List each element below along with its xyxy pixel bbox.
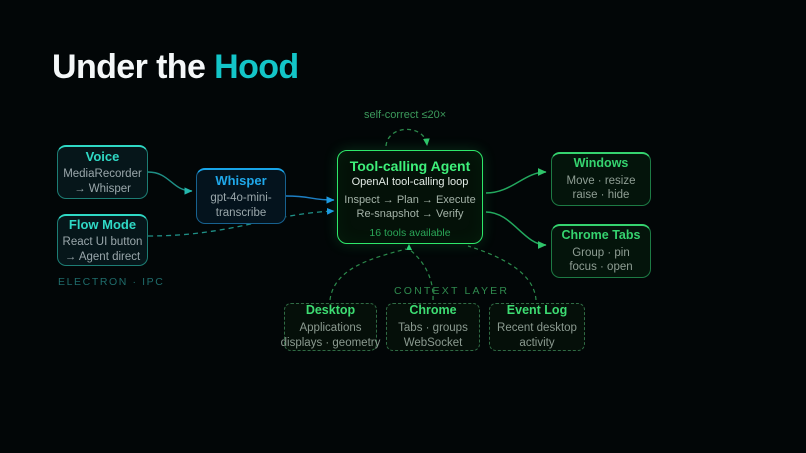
tool-calling-agent-node[interactable]: Tool-calling Agent OpenAI tool-calling l…	[337, 150, 483, 244]
context-arrowhead-icon	[406, 244, 412, 250]
node-voice-line-1: MediaRecorder	[63, 168, 142, 181]
node-whisper-title: Whisper	[215, 172, 267, 188]
node-context-chrome-title: Chrome	[409, 303, 457, 318]
agent-loop-line-2: Re-snapshot → Verify	[356, 208, 464, 221]
node-flow-mode-line-1: React UI button	[62, 236, 143, 249]
node-whisper-line-1: gpt-4o-mini-	[210, 192, 272, 205]
node-windows-line-1: Move · resize	[566, 174, 636, 187]
node-flow-mode-line-2: → Agent direct	[64, 250, 141, 263]
agent-subtitle: OpenAI tool-calling loop	[351, 176, 469, 188]
label-self-correct: self-correct ≤20×	[364, 109, 447, 121]
node-voice[interactable]: Voice MediaRecorder → Whisper	[57, 145, 148, 199]
wire-self-correct-loop	[385, 128, 430, 147]
node-whisper-line-2: transcribe	[215, 206, 267, 219]
node-context-chrome-line-1: Tabs · groups	[398, 322, 468, 335]
node-flow-mode-title: Flow Mode	[68, 216, 137, 232]
agent-tools-count: 16 tools available	[369, 227, 451, 240]
node-windows-title: Windows	[573, 155, 629, 170]
node-whisper[interactable]: Whisper gpt-4o-mini- transcribe	[196, 168, 286, 224]
node-context-desktop-line-1: Applications	[299, 322, 362, 335]
node-context-event-log-title: Event Log	[506, 303, 568, 318]
node-chrome-tabs-title: Chrome Tabs	[561, 227, 641, 242]
page-title-accent: Hood	[214, 48, 299, 86]
node-context-event-log[interactable]: Event Log Recent desktop activity	[489, 303, 585, 351]
page-title: Under the Hood	[52, 48, 299, 87]
node-voice-title: Voice	[85, 148, 120, 164]
agent-title: Tool-calling Agent	[349, 158, 471, 174]
node-windows[interactable]: Windows Move · resize raise · hide	[551, 152, 651, 206]
node-chrome-tabs-line-1: Group · pin	[572, 246, 630, 259]
node-voice-line-2: → Whisper	[74, 182, 131, 195]
node-context-chrome[interactable]: Chrome Tabs · groups WebSocket	[386, 303, 480, 351]
node-context-desktop-line-2: displays · geometry	[280, 336, 381, 349]
label-context-layer: CONTEXT LAYER	[394, 285, 510, 297]
wire-agent-to-windows-line	[485, 168, 547, 194]
node-windows-line-2: raise · hide	[572, 189, 630, 202]
node-context-event-log-line-2: activity	[519, 336, 555, 349]
wire-agent-to-windows	[486, 172, 546, 193]
agent-loop-line-1: Inspect → Plan → Execute	[344, 194, 476, 206]
node-context-desktop[interactable]: Desktop Applications displays · geometry	[281, 303, 380, 351]
node-context-chrome-line-2: WebSocket	[403, 336, 463, 349]
wire-whisper-to-agent	[285, 195, 335, 204]
wire-agent-to-chrometabs	[485, 211, 547, 249]
node-chrome-tabs[interactable]: Chrome Tabs Group · pin focus · open	[551, 224, 651, 278]
node-chrome-tabs-line-2: focus · open	[569, 261, 633, 274]
label-electron-ipc: ELECTRON · IPC	[58, 276, 165, 288]
node-context-desktop-title: Desktop	[305, 303, 356, 318]
node-flow-mode[interactable]: Flow Mode React UI button → Agent direct	[57, 214, 148, 266]
node-context-event-log-line-1: Recent desktop	[497, 322, 577, 335]
page-title-main: Under the	[52, 48, 215, 86]
wire-voice-to-whisper	[147, 171, 193, 195]
